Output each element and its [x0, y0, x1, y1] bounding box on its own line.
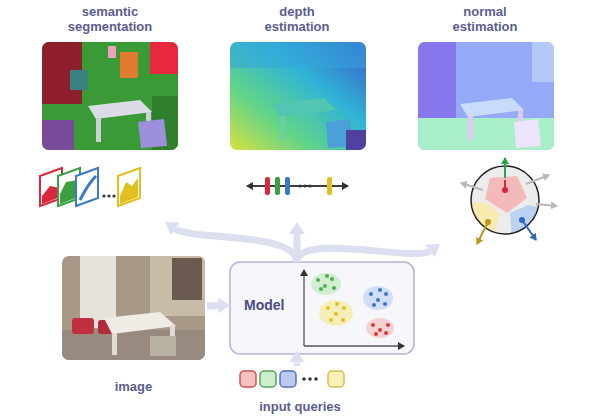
query-group: input queries: [225, 366, 375, 414]
depth-axis-icon: [247, 177, 348, 195]
flow-arrow: [293, 362, 300, 366]
node-label: Model: [244, 298, 284, 313]
node-label: image: [115, 379, 153, 394]
flow-arrow: [297, 248, 430, 262]
query-tokens: [240, 371, 344, 387]
task-panel: normal estimation: [410, 4, 560, 244]
model-plot: [230, 262, 414, 354]
task-title: depth estimation: [252, 4, 342, 34]
flow-arrow: [175, 229, 297, 262]
segmentation-image: [42, 42, 178, 150]
normal-sphere-icon: [460, 158, 557, 244]
model-box: Model: [230, 262, 414, 354]
node-label: input queries: [259, 399, 341, 414]
task-title: semantic segmentation: [60, 4, 160, 34]
mask-stack-icon: [40, 168, 140, 206]
task-panel: semantic segmentation: [35, 4, 185, 222]
flow-arrow: [207, 302, 218, 309]
task-panel: depth estimation: [222, 4, 372, 222]
depth-image: [230, 42, 366, 150]
room-photo: [62, 256, 205, 360]
normal-image: [418, 42, 554, 150]
input-image: image: [60, 252, 207, 394]
task-title: normal estimation: [440, 4, 530, 34]
